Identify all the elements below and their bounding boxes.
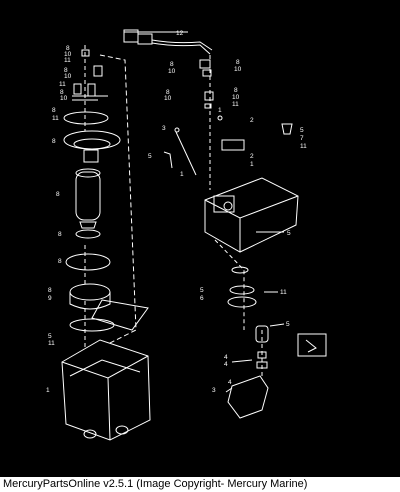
callout: 11: [64, 57, 71, 64]
callout: 8: [66, 45, 70, 52]
callout: 10: [164, 95, 172, 102]
callout: 1: [250, 161, 254, 168]
callout: 5: [200, 287, 204, 294]
callout: 11: [280, 289, 287, 296]
upper-gasket-and-cover: [63, 111, 121, 163]
bowl-gasket: [69, 318, 115, 332]
callout: 10: [232, 94, 240, 101]
callout: 2: [250, 117, 254, 124]
callout: 10: [234, 66, 242, 73]
callout: 5: [287, 230, 291, 237]
callout: 10: [168, 68, 176, 75]
callout: 1: [46, 387, 50, 394]
callout: 8: [48, 287, 52, 294]
callout: 1: [180, 171, 184, 178]
fitting-cluster-right: [163, 59, 293, 169]
pump-bracket: [65, 253, 111, 271]
lower-valve: [227, 351, 269, 419]
wire-harness: [123, 29, 213, 55]
callout: 5: [286, 321, 290, 328]
vapor-separator-body: [204, 177, 299, 253]
callout: 8: [170, 61, 174, 68]
diagram-drawing: 12 8 10 11 8 10 11 8 10 8 11 8 8 8 8 8 9…: [46, 29, 327, 441]
callout: 4: [228, 379, 232, 386]
callout: 2: [250, 153, 254, 160]
callout: 5: [48, 333, 52, 340]
callout: 8: [56, 191, 60, 198]
callout: 12: [176, 30, 184, 37]
callout: 5: [148, 153, 152, 160]
callout: 3: [212, 387, 216, 394]
callout: 11: [59, 81, 66, 88]
callout: 8: [166, 89, 170, 96]
callout: 11: [300, 143, 307, 150]
fuel-pump: [75, 168, 101, 229]
callout: 8: [58, 231, 62, 238]
detail-inset: [297, 333, 327, 357]
callout: 8: [236, 59, 240, 66]
callout: 1: [218, 107, 222, 114]
callout: 4: [224, 354, 228, 361]
callout-labels: 12 8 10 11 8 10 11 8 10 8 11 8 8 8 8 8 9…: [46, 30, 307, 394]
callout: 8: [52, 107, 56, 114]
callout: 10: [60, 95, 68, 102]
callout: 8: [58, 258, 62, 265]
image-caption: MercuryPartsOnline v2.5.1 (Image Copyrig…: [0, 477, 400, 492]
filter-element: [255, 325, 269, 343]
callout: 10: [64, 73, 72, 80]
callout: 7: [300, 135, 304, 142]
callout: 11: [52, 115, 59, 122]
fuel-bowl-housing: [61, 339, 151, 441]
callout: 8: [64, 67, 68, 74]
fitting-cluster-left: [72, 49, 103, 101]
callout: 4: [224, 361, 228, 368]
callout: 8: [52, 138, 56, 145]
callout: 10: [64, 51, 72, 58]
filter-plate: [91, 299, 149, 331]
callout: 11: [48, 340, 55, 347]
callout: 11: [232, 101, 239, 108]
callout: 8: [60, 89, 64, 96]
callout: 3: [162, 125, 166, 132]
callout: 6: [200, 295, 204, 302]
pressure-regulator-stack: [227, 266, 257, 308]
callout: 5: [300, 127, 304, 134]
filter-screen: [69, 283, 111, 310]
callout: 8: [234, 87, 238, 94]
pump-seal-ring: [75, 229, 101, 239]
exploded-parts-diagram: 12 8 10 11 8 10 11 8 10 8 11 8 8 8 8 8 9…: [0, 0, 400, 478]
callout: 9: [48, 295, 52, 302]
